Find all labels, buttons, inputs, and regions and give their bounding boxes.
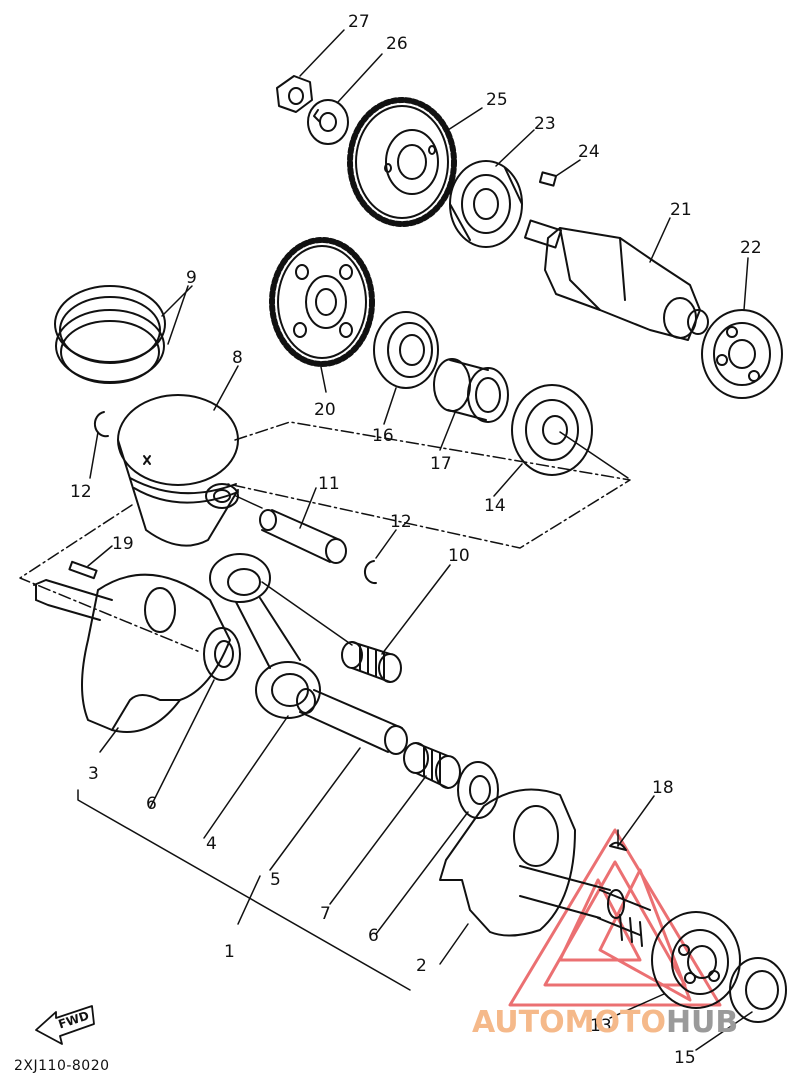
callout-24: 24 [578,142,600,162]
part-16-bearing [373,311,439,389]
part-15-oil-seal [729,957,787,1023]
callout-27: 27 [348,12,370,32]
part-10-needle-bearing [341,641,402,683]
callout-9: 9 [186,268,197,288]
part-12-circlip-upper [93,411,109,438]
callout-23: 23 [534,114,556,134]
assembly-1-bracket [77,789,411,991]
callout-26: 26 [386,34,408,54]
watermark-part-a: AUTOMOTO [472,1005,666,1040]
callout-8: 8 [232,348,243,368]
callout-7: 7 [320,904,331,924]
callout-19: 19 [112,534,134,554]
part-24-woodruff-key [538,171,558,187]
part-3-crank-left [33,573,231,733]
part-26-lock-washer [307,99,349,145]
part-25-drive-gear [347,97,457,227]
part-8-piston [117,394,239,547]
callout-15: 15 [674,1048,696,1068]
callout-5: 5 [270,870,281,890]
assembly-boundary-lines [19,421,631,653]
callout-6-left: 6 [146,794,157,814]
drawing-code: 2XJ110-8020 [14,1058,110,1074]
part-20-balancer-gear [269,237,375,367]
part-17-collar [433,358,509,423]
watermark-logo [508,828,722,1007]
part-5-crank-pin [296,688,408,755]
part-19-key [68,560,98,580]
part-27-nut [276,75,313,113]
callout-25: 25 [486,90,508,110]
callout-2: 2 [416,956,427,976]
callout-3: 3 [88,764,99,784]
callout-20: 20 [314,400,336,420]
fwd-arrow-icon [35,1005,95,1045]
part-23-bearing [449,160,523,248]
callout-18: 18 [652,778,674,798]
part-2-crank-right [439,788,651,947]
part-6-washer-left [203,627,241,681]
part-6-washer-right [457,761,499,819]
callout-1: 1 [224,942,235,962]
callout-13: 13 [590,1016,612,1036]
callout-11: 11 [318,474,340,494]
part-21-balancer-shaft [524,219,709,341]
part-9-piston-rings [54,285,166,384]
part-4-connecting-rod [209,553,353,719]
callout-21: 21 [670,200,692,220]
callout-12-lower: 12 [390,512,412,532]
callout-12-upper: 12 [70,482,92,502]
callout-16: 16 [372,426,394,446]
part-13-bearing [651,911,741,1009]
part-14-bearing [511,384,629,479]
callout-10: 10 [448,546,470,566]
callout-4: 4 [206,834,217,854]
watermark-text: AUTOMOTOHUB [472,1005,738,1040]
callout-17: 17 [430,454,452,474]
callout-22: 22 [740,238,762,258]
callout-6-right: 6 [368,926,379,946]
callout-14: 14 [484,496,506,516]
watermark-part-b: HUB [665,1005,739,1040]
part-12-circlip-lower [363,560,377,585]
part-22-bearing [701,309,783,399]
part-11-piston-pin [235,495,347,564]
part-7-needle-bearing [403,742,461,789]
leader-lines [87,29,753,1051]
